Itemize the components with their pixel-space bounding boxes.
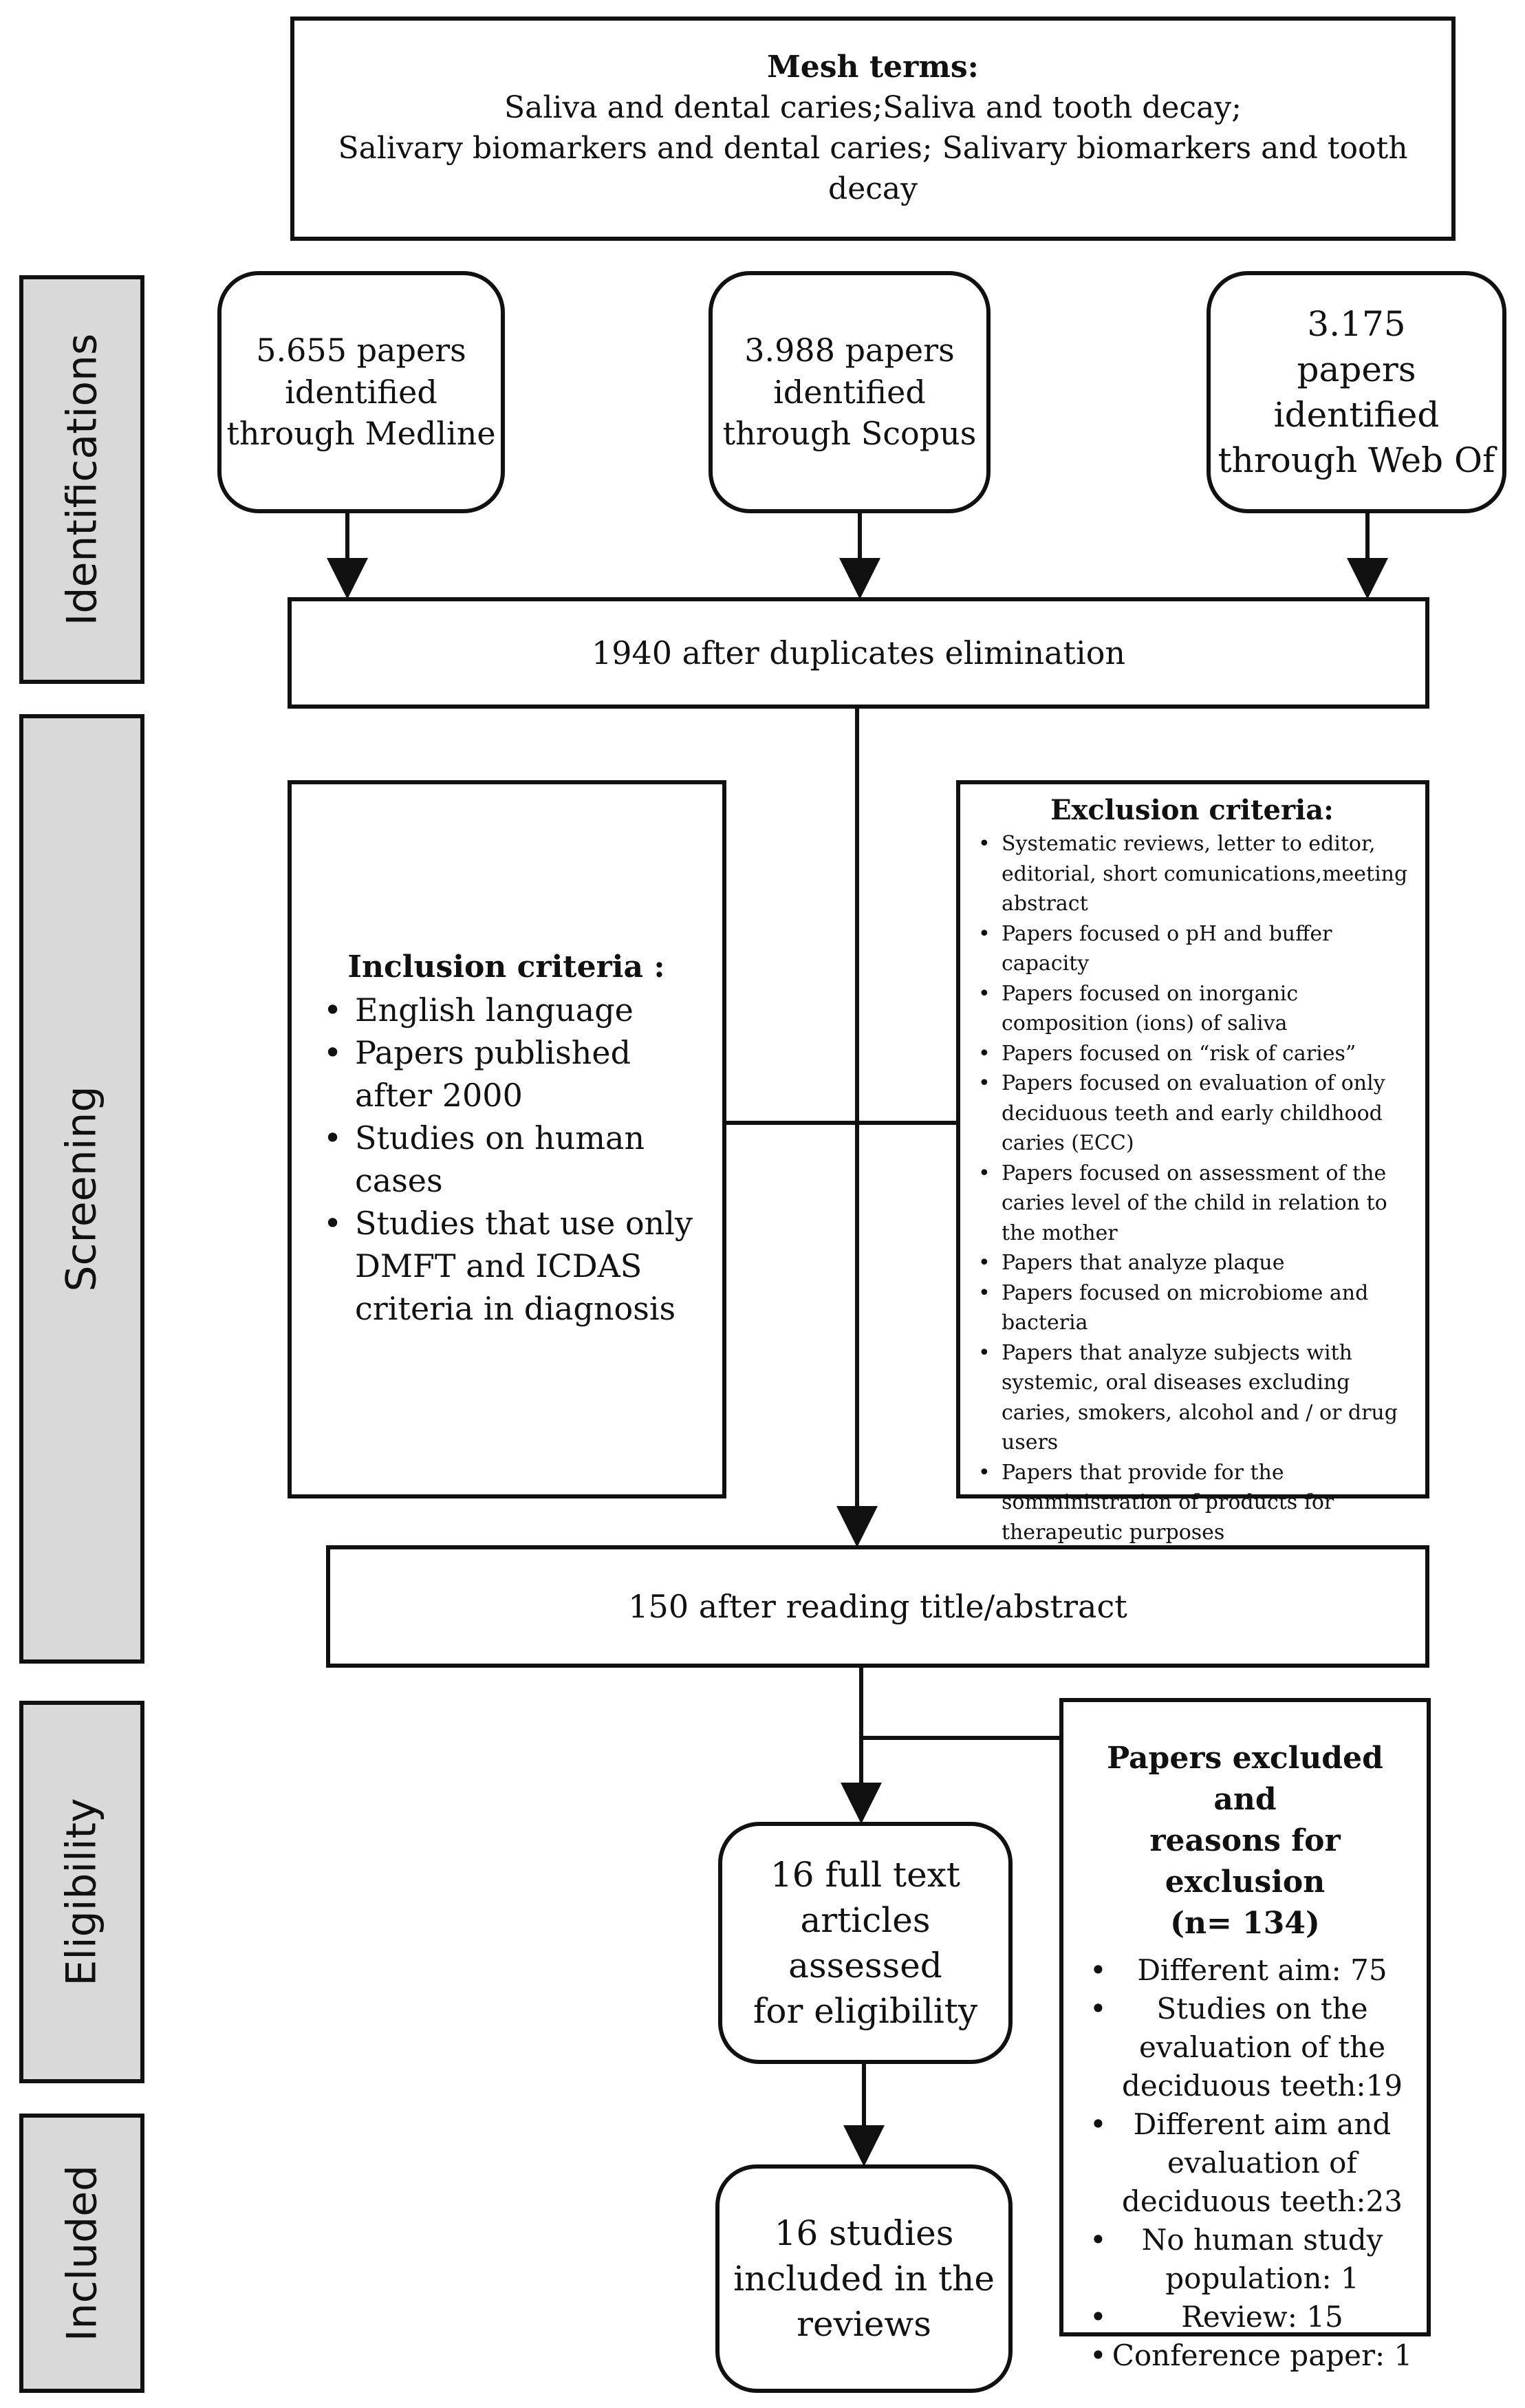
studies-included-line-3: reviews	[797, 2304, 931, 2344]
inclusion-criteria-title: Inclusion criteria :	[347, 949, 665, 985]
mesh-terms-line-2: Salivary biomarkers and dental caries; S…	[338, 131, 1408, 206]
duplicates-box: 1940 after duplicates elimination	[288, 597, 1429, 709]
papers-excluded-title: Papers excluded and reasons for exclusio…	[1077, 1738, 1413, 1944]
full-text-line-2: articles assessed	[788, 1900, 942, 1986]
mesh-terms-title: Mesh terms:	[767, 50, 979, 85]
exclusion-criteria-box: Exclusion criteria: Systematic reviews, …	[956, 780, 1429, 1545]
exclusion-criteria-title: Exclusion criteria:	[1050, 794, 1334, 826]
stage-eligibility: Eligibility	[19, 1701, 144, 2083]
excluded-reason-item: Review: 15	[1077, 2298, 1413, 2336]
scopus-line-2: identified	[773, 373, 926, 411]
exclusion-item: Papers focused on inorganic composition …	[973, 979, 1412, 1039]
exclusion-item: Papers focused o pH and buffer capacity	[973, 919, 1412, 979]
inclusion-criteria-box: Inclusion criteria : English language Pa…	[288, 780, 726, 1498]
after-title-abstract-box: 150 after reading title/abstract	[326, 1545, 1429, 1668]
full-text-assessed-box: 16 full text articles assessed for eligi…	[718, 1822, 1013, 2064]
stage-identifications: Identifications	[19, 275, 144, 684]
studies-included-line-1: 16 studies	[774, 2213, 954, 2253]
full-text-line-3: for eligibility	[753, 1991, 978, 2031]
scopus-line-1: 3.988 papers	[744, 331, 955, 369]
medline-line-1: 5.655 papers	[256, 331, 466, 369]
excluded-reason-item: No human study population: 1	[1077, 2221, 1413, 2298]
excluded-reason-item: Conference paper: 1	[1077, 2336, 1413, 2375]
papers-excluded-title-line-2: reasons for exclusion	[1149, 1823, 1341, 1900]
wos-line-1: 3.175	[1307, 304, 1406, 344]
mesh-terms-line-1: Saliva and dental caries;Saliva and toot…	[504, 90, 1242, 126]
papers-excluded-count: (n= 134)	[1170, 1906, 1320, 1941]
after-title-abstract-text: 150 after reading title/abstract	[628, 1587, 1127, 1625]
stage-screening: Screening	[19, 714, 144, 1664]
exclusion-item: Papers focused on evaluation of only dec…	[973, 1068, 1412, 1159]
excluded-reason-item: Different aim: 75	[1077, 1951, 1413, 1990]
excluded-reason-item: Studies on the evaluation of the deciduo…	[1077, 1990, 1413, 2105]
medline-line-2: identified	[285, 373, 437, 411]
exclusion-item: Papers that provide for the somministrat…	[973, 1458, 1412, 1548]
exclusion-criteria-list: Systematic reviews, letter to editor, ed…	[973, 829, 1412, 1547]
exclusion-item: Papers focused on “risk of caries”	[973, 1039, 1412, 1069]
web-of-science-box: 3.175 papers identified through Web Of	[1207, 271, 1506, 513]
inclusion-item: English language	[311, 989, 702, 1031]
studies-included-box: 16 studies included in the reviews	[715, 2164, 1013, 2393]
inclusion-criteria-list: English language Papers published after …	[311, 989, 702, 1330]
exclusion-item: Papers focused on microbiome and bacteri…	[973, 1278, 1412, 1338]
wos-line-3: identified	[1273, 395, 1440, 435]
stage-included: Included	[19, 2114, 144, 2393]
full-text-line-1: 16 full text	[770, 1855, 961, 1895]
studies-included-line-2: included in the	[733, 2259, 995, 2299]
inclusion-item: Studies on human cases	[311, 1117, 702, 1202]
papers-excluded-box: Papers excluded and reasons for exclusio…	[1059, 1698, 1431, 2375]
inclusion-item: Studies that use only DMFT and ICDAS cri…	[311, 1202, 702, 1330]
exclusion-item: Systematic reviews, letter to editor, ed…	[973, 829, 1412, 919]
duplicates-text: 1940 after duplicates elimination	[591, 634, 1126, 671]
medline-line-3: through Medline	[226, 415, 496, 453]
exclusion-item: Papers focused on assessment of the cari…	[973, 1159, 1412, 1249]
exclusion-item: Papers that analyze plaque	[973, 1248, 1412, 1278]
excluded-reason-item: Different aim and evaluation of deciduou…	[1077, 2105, 1413, 2221]
inclusion-item: Papers published after 2000	[311, 1031, 702, 1117]
medline-box: 5.655 papers identified through Medline	[217, 271, 505, 513]
wos-line-2: papers	[1297, 350, 1416, 389]
mesh-terms-box: Mesh terms: Saliva and dental caries;Sal…	[290, 17, 1456, 241]
papers-excluded-title-line-1: Papers excluded and	[1107, 1741, 1383, 1817]
exclusion-item: Papers that analyze subjects with system…	[973, 1338, 1412, 1458]
wos-line-4: through Web Of	[1218, 440, 1495, 480]
papers-excluded-list: Different aim: 75 Studies on the evaluat…	[1077, 1951, 1413, 2375]
scopus-box: 3.988 papers identified through Scopus	[709, 271, 991, 513]
scopus-line-3: through Scopus	[722, 415, 977, 453]
